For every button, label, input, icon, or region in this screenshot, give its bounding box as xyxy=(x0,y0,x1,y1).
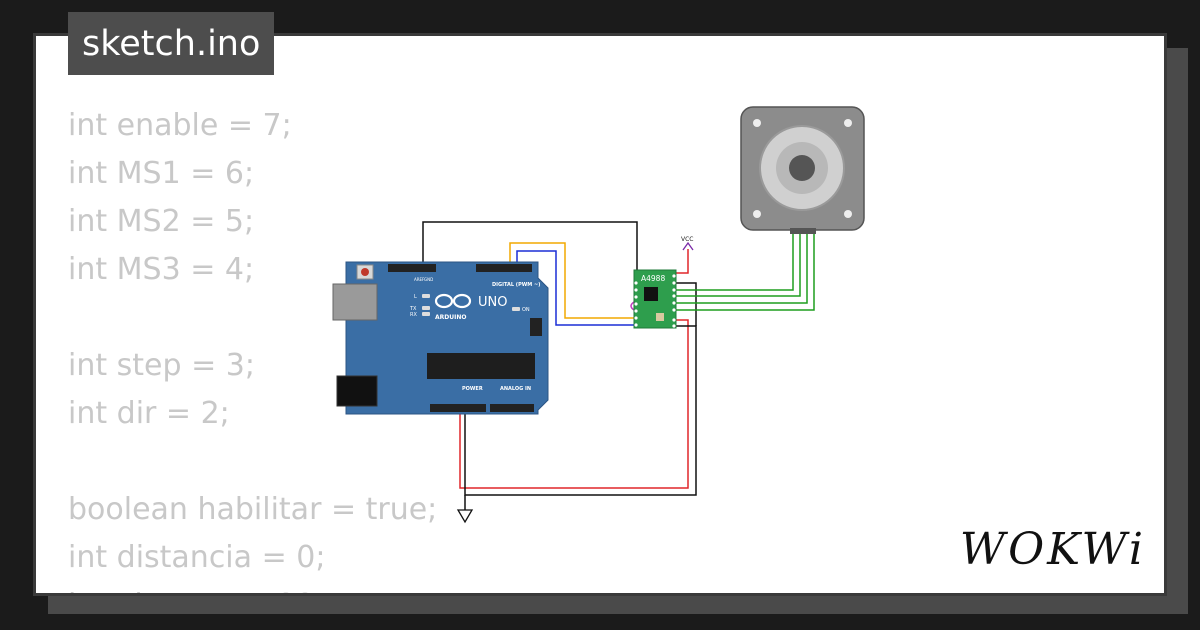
a4988-driver[interactable]: A4988 xyxy=(633,269,677,329)
wire-coil-1a xyxy=(676,232,794,291)
motor-shaft-icon xyxy=(789,155,815,181)
code-preview: int enable = 7; int MS1 = 6; int MS2 = 5… xyxy=(68,102,548,593)
led-rx-icon xyxy=(422,312,430,316)
wire-dir xyxy=(516,250,634,326)
driver-chip xyxy=(644,287,658,301)
header-top-right xyxy=(476,264,532,272)
wire-coil-2a xyxy=(676,232,808,304)
file-title: sketch.ino xyxy=(68,12,275,75)
board-model: UNO xyxy=(478,295,507,310)
code-line: int step = 3; xyxy=(68,348,255,383)
circuit-diagram[interactable]: VCC AREF GND DIGITAL (PWM ~) L xyxy=(36,36,1164,593)
code-line: int MS1 = 6; xyxy=(68,156,255,191)
header-top-left xyxy=(388,264,436,272)
code-line: int enable = 7; xyxy=(68,108,292,143)
header-power xyxy=(430,404,486,412)
atmega-chip xyxy=(427,353,535,379)
led-on-icon xyxy=(512,307,520,311)
icsp-header xyxy=(530,318,542,336)
ground-symbol-icon xyxy=(456,509,474,524)
driver-potentiometer xyxy=(656,313,664,321)
code-line: int MS3 = 4; xyxy=(68,252,255,287)
board-brand: ARDUINO xyxy=(435,314,466,321)
code-line: int MS2 = 5; xyxy=(68,204,255,239)
code-line: int viveza = 500; xyxy=(68,582,548,593)
power-label: POWER xyxy=(462,386,483,392)
driver-label: A4988 xyxy=(641,274,665,283)
led-l-label: L xyxy=(414,294,417,300)
code-line: int dir = 2; xyxy=(68,396,230,431)
wire-driver-gnd xyxy=(676,282,697,326)
stepper-motor[interactable] xyxy=(740,106,865,234)
led-rx-label: RX xyxy=(410,312,417,318)
pin-gnd-label: GND xyxy=(424,277,433,282)
led-tx-label: TX xyxy=(409,306,417,312)
reset-button-icon xyxy=(361,268,369,276)
pin-aref-label: AREF xyxy=(414,277,425,282)
wire-enable xyxy=(630,301,635,311)
code-line: boolean habilitar = true; xyxy=(68,492,438,527)
power-jack-icon xyxy=(336,375,378,407)
header-analog xyxy=(490,404,534,412)
usb-port-icon xyxy=(332,283,378,321)
code-line: int distancia = 0; xyxy=(68,540,326,575)
vcc-label: VCC xyxy=(681,236,693,243)
wire-vcc xyxy=(676,249,689,274)
wokwi-logo: WOKWi xyxy=(959,524,1146,575)
wire-gnd-top xyxy=(422,221,638,272)
digital-header-label: DIGITAL (PWM ~) xyxy=(492,282,540,288)
analog-label: ANALOG IN xyxy=(500,386,531,392)
arduino-uno-board[interactable]: AREF GND DIGITAL (PWM ~) L TX RX UNO ARD… xyxy=(332,261,549,415)
wire-5v xyxy=(459,319,689,489)
vcc-arrow-icon xyxy=(682,241,694,251)
wire-coil-1b xyxy=(676,232,801,297)
led-tx-icon xyxy=(422,306,430,310)
project-card[interactable]: int enable = 7; int MS1 = 6; int MS2 = 5… xyxy=(33,33,1167,596)
wire-gnd-bottom xyxy=(464,325,697,496)
wire-coil-2b xyxy=(676,232,815,311)
wire-step xyxy=(509,242,634,319)
led-on-label: ON xyxy=(522,307,530,313)
led-l-icon xyxy=(422,294,430,298)
arduino-infinity-icon xyxy=(434,293,472,309)
